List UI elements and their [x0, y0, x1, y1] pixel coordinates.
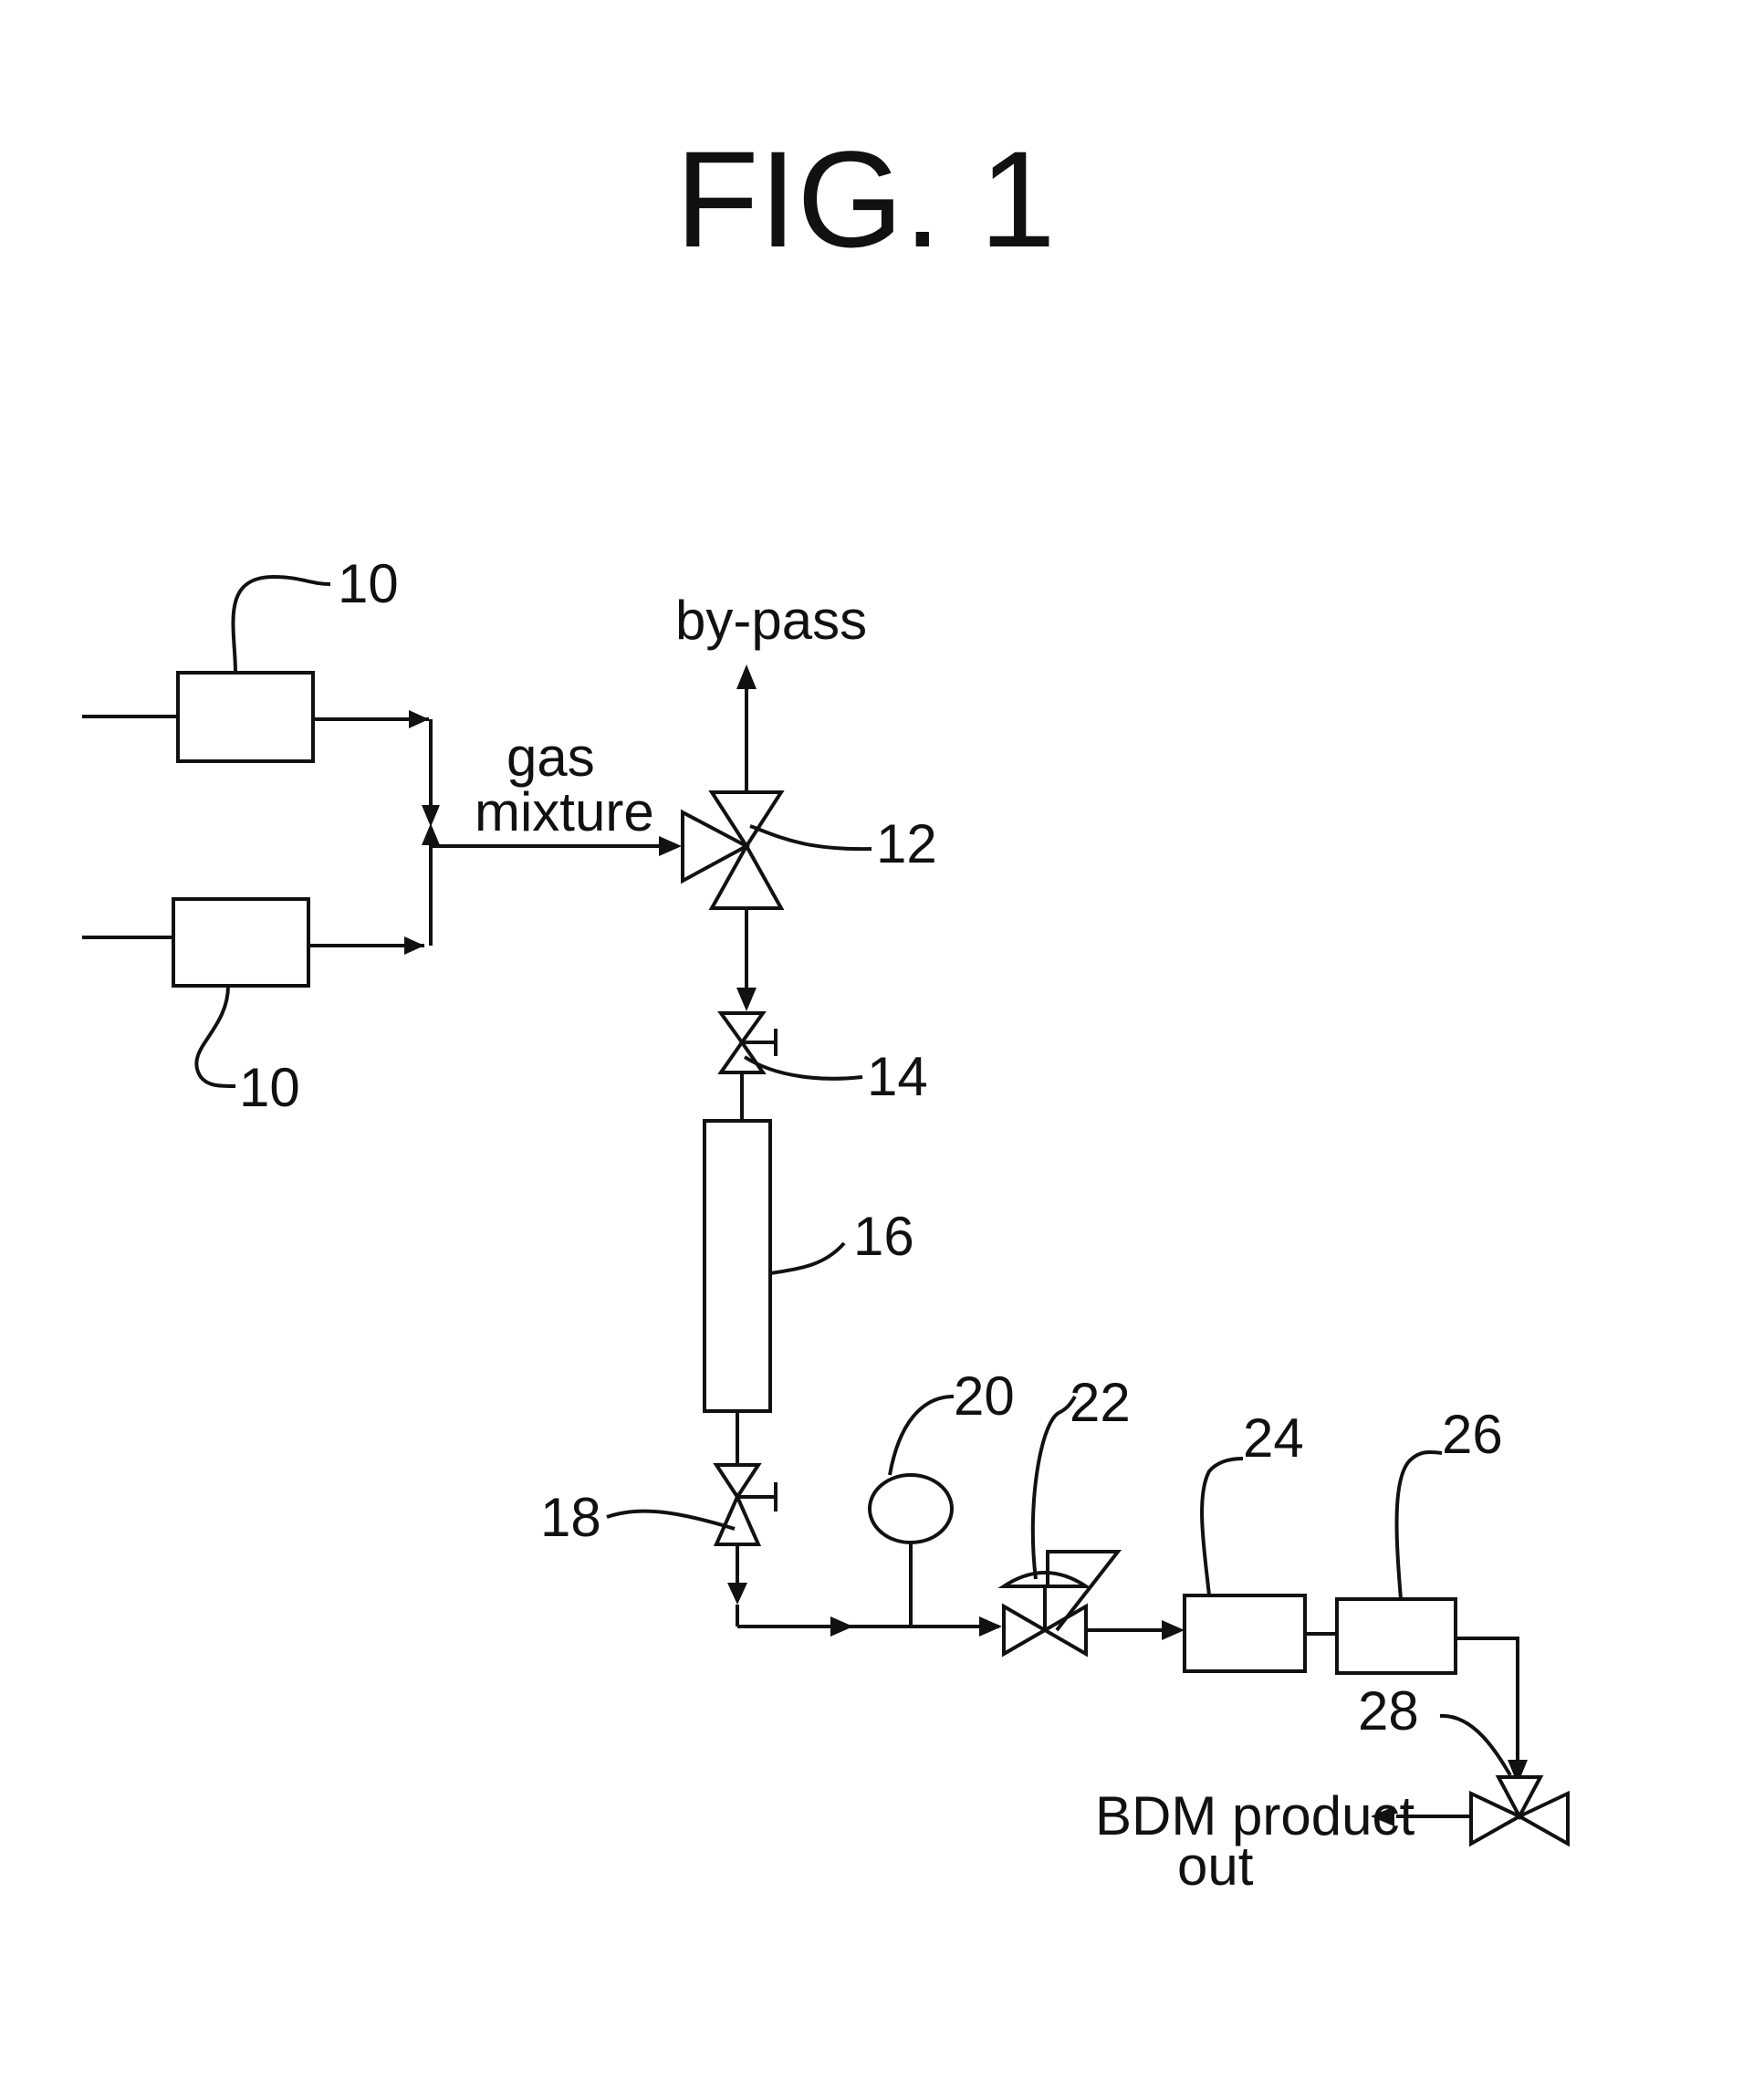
leader-line-14 — [745, 1057, 862, 1079]
arrow-head — [736, 988, 757, 1011]
arrow-head — [736, 664, 757, 689]
arrow-head — [409, 710, 429, 728]
leader-line-12 — [750, 826, 872, 849]
ref-10-top: 10 — [338, 553, 399, 614]
ref-22: 22 — [1070, 1372, 1131, 1433]
unit-24 — [1185, 1595, 1305, 1671]
leader-line-16 — [770, 1243, 844, 1273]
arrow-head — [979, 1616, 1002, 1637]
bypass-label: by-pass — [675, 590, 867, 651]
arrow-head — [422, 823, 440, 845]
arrow-head — [830, 1616, 853, 1637]
gas-source-top — [82, 673, 440, 827]
pressure-regulator-22 — [1004, 1552, 1118, 1654]
leader-line-10-bottom — [196, 986, 235, 1086]
ref-12: 12 — [876, 813, 937, 874]
arrow-head — [1162, 1620, 1185, 1640]
isolation-valve-18 — [716, 1465, 776, 1544]
unit-26 — [1337, 1599, 1456, 1673]
ref-16: 16 — [853, 1206, 914, 1267]
gas-label-line1: gas — [506, 727, 595, 788]
gas-source-bottom — [82, 823, 440, 986]
product-valve-28 — [1471, 1777, 1568, 1844]
leader-line-24 — [1202, 1459, 1243, 1595]
ref-26: 26 — [1442, 1404, 1503, 1465]
leader-line-28 — [1440, 1716, 1510, 1775]
ref-24: 24 — [1243, 1407, 1304, 1469]
arrow-head — [659, 836, 682, 856]
ref-28: 28 — [1358, 1680, 1419, 1742]
three-way-valve-12 — [683, 792, 781, 908]
gas-label-line2: mixture — [475, 781, 654, 842]
arrow-head — [404, 936, 424, 955]
ref-10-bottom: 10 — [239, 1057, 300, 1118]
ref-14: 14 — [867, 1046, 928, 1107]
figure-title: FIG. 1 — [675, 122, 1056, 276]
isolation-valve-14 — [721, 1013, 776, 1072]
product-label-line1: BDM product — [1095, 1785, 1414, 1846]
arrow-head — [727, 1583, 747, 1605]
pressure-gauge-20 — [870, 1475, 952, 1543]
leader-line-10-top — [233, 577, 330, 673]
adsorption-column-16 — [705, 1121, 770, 1411]
leader-line-26 — [1397, 1452, 1442, 1599]
leader-line-20 — [890, 1396, 954, 1475]
ref-18: 18 — [540, 1487, 601, 1548]
leader-line-18 — [607, 1511, 735, 1529]
product-label-line2: out — [1177, 1836, 1254, 1897]
ref-20: 20 — [954, 1365, 1015, 1427]
